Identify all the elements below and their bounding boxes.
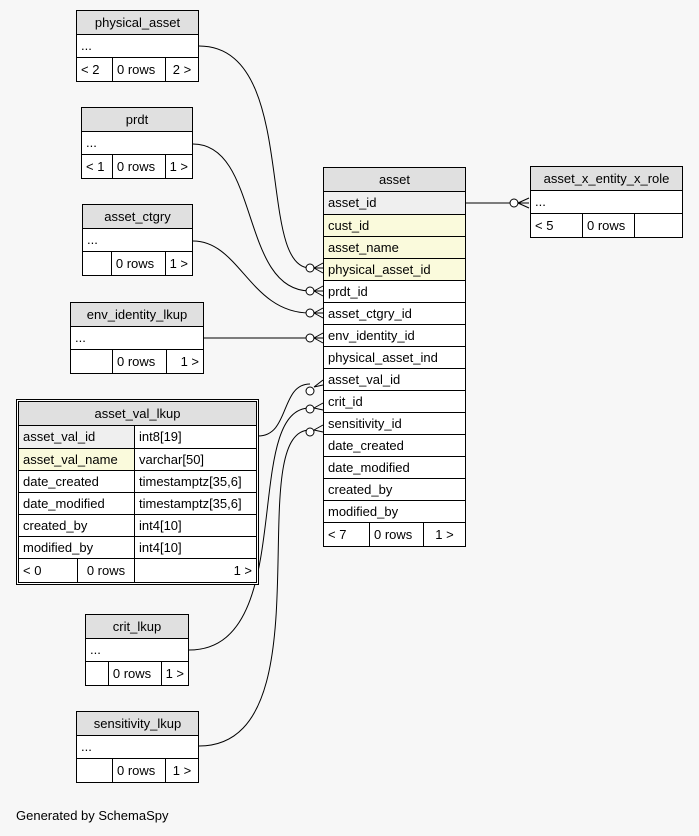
column-crit-id: crit_id (324, 390, 465, 412)
table-title: asset_x_entity_x_role (531, 167, 682, 191)
table-asset-ctgry[interactable]: asset_ctgry ... 0 rows 1 > (82, 204, 193, 276)
table-asset[interactable]: asset asset_id cust_id asset_name physic… (323, 167, 466, 547)
table-asset-x-entity-x-role[interactable]: asset_x_entity_x_role ... < 5 0 rows (530, 166, 683, 238)
table-row: ... (535, 194, 546, 209)
table-crit-lkup[interactable]: crit_lkup ... 0 rows 1 > (85, 614, 189, 686)
column-name: asset_val_name (19, 448, 134, 470)
table-footer: < 2 0 rows 2 > (77, 57, 198, 81)
column-modified-by: modified_by (324, 500, 465, 522)
table-row: ... (81, 38, 92, 53)
link-crit (188, 407, 311, 651)
column-date-created: date_created (324, 434, 465, 456)
column-date-modified: date_modified (324, 456, 465, 478)
table-title: prdt (82, 108, 192, 132)
row-count: 0 rows (582, 214, 634, 237)
table-footer: < 0 0 rows 1 > (19, 558, 256, 582)
table-footer: < 1 0 rows 1 > (82, 154, 192, 178)
parents-count[interactable]: < 1 (86, 159, 105, 174)
table-title: asset_ctgry (83, 205, 192, 229)
column-name: modified_by (19, 536, 134, 558)
table-asset-val-lkup[interactable]: asset_val_lkup asset_val_id int8[19] ass… (16, 399, 259, 585)
table-title: sensitivity_lkup (77, 712, 198, 736)
parents-count[interactable]: < 7 (328, 527, 347, 542)
parents-count[interactable] (83, 252, 111, 275)
table-footer: 0 rows 1 > (77, 758, 198, 782)
table-footer: 0 rows 1 > (71, 349, 203, 373)
table-row: ... (90, 642, 101, 657)
column-env-identity-id: env_identity_id (324, 324, 465, 346)
column-type: int8[19] (134, 426, 256, 448)
column-cust-id: cust_id (324, 214, 465, 236)
parents-count[interactable]: < 0 (23, 563, 42, 578)
children-count[interactable]: 1 > (160, 662, 188, 685)
column-type: int4[10] (134, 536, 256, 558)
children-count[interactable] (634, 214, 682, 237)
column-type: int4[10] (134, 514, 256, 536)
column-type: varchar[50] (134, 448, 256, 470)
column-name: asset_val_id (19, 426, 134, 448)
column-physical-asset-ind: physical_asset_ind (324, 346, 465, 368)
link-asset-ctgry (192, 240, 311, 314)
row-count: 0 rows (110, 252, 165, 275)
column-created-by: created_by (324, 478, 465, 500)
parents-count[interactable] (71, 350, 112, 373)
table-footer: < 7 0 rows 1 > (324, 522, 465, 546)
table-sensitivity-lkup[interactable]: sensitivity_lkup ... 0 rows 1 > (76, 711, 199, 783)
row-count: 0 rows (112, 58, 165, 81)
table-row: ... (81, 739, 92, 754)
table-prdt[interactable]: prdt ... < 1 0 rows 1 > (81, 107, 193, 179)
table-row: ... (87, 232, 98, 247)
link-prdt (192, 143, 311, 292)
table-row: ... (75, 330, 86, 345)
column-type: timestamptz[35,6] (134, 470, 256, 492)
column-physical-asset-id: physical_asset_id (324, 258, 465, 280)
row-count: 0 rows (369, 523, 423, 546)
column-type: timestamptz[35,6] (134, 492, 256, 514)
row-count: 0 rows (77, 559, 134, 582)
children-count[interactable]: 1 > (164, 155, 192, 178)
link-physical-asset (198, 45, 311, 269)
table-title: crit_lkup (86, 615, 188, 639)
children-count[interactable]: 1 > (164, 252, 192, 275)
column-name: date_modified (19, 492, 134, 514)
table-title: asset_val_lkup (19, 402, 256, 426)
link-sensitivity (198, 429, 311, 747)
table-title: asset (324, 168, 465, 192)
table-row: ... (86, 135, 97, 150)
table-title: physical_asset (77, 11, 198, 35)
row-count: 0 rows (111, 155, 165, 178)
table-title: env_identity_lkup (71, 303, 203, 327)
table-footer: 0 rows 1 > (83, 251, 192, 275)
column-asset-ctgry-id: asset_ctgry_id (324, 302, 465, 324)
table-footer: 0 rows 1 > (86, 661, 188, 685)
column-prdt-id: prdt_id (324, 280, 465, 302)
children-count[interactable]: 1 > (165, 759, 198, 782)
children-count[interactable]: 2 > (165, 58, 198, 81)
children-count[interactable]: 1 > (166, 350, 203, 373)
parents-count[interactable] (86, 662, 108, 685)
column-grid: asset_val_id int8[19] asset_val_name var… (19, 426, 256, 558)
table-footer: < 5 0 rows (531, 213, 682, 237)
column-name: created_by (19, 514, 134, 536)
children-count[interactable]: 1 > (423, 523, 465, 546)
children-count[interactable]: 1 > (134, 559, 256, 582)
row-count: 0 rows (112, 759, 165, 782)
parents-count[interactable]: < 2 (81, 62, 100, 77)
link-asset-val (257, 383, 311, 437)
table-env-identity-lkup[interactable]: env_identity_lkup ... 0 rows 1 > (70, 302, 204, 374)
row-count: 0 rows (112, 350, 166, 373)
generator-credit: Generated by SchemaSpy (16, 808, 169, 823)
column-asset-id: asset_id (324, 192, 465, 214)
column-asset-val-id: asset_val_id (324, 368, 465, 390)
column-name: date_created (19, 470, 134, 492)
parents-count[interactable] (77, 759, 112, 782)
column-asset-name: asset_name (324, 236, 465, 258)
parents-count[interactable]: < 5 (535, 218, 554, 233)
table-physical-asset[interactable]: physical_asset ... < 2 0 rows 2 > (76, 10, 199, 82)
column-sensitivity-id: sensitivity_id (324, 412, 465, 434)
row-count: 0 rows (107, 662, 161, 685)
